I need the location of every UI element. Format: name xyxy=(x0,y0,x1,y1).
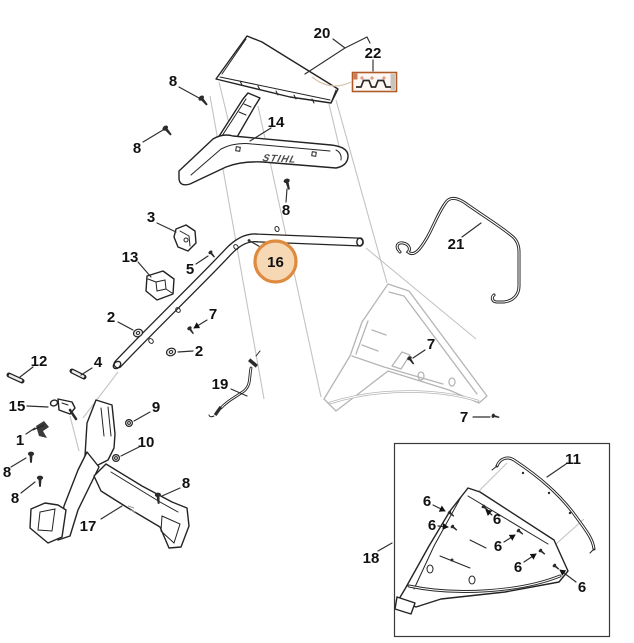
part-13-clamp xyxy=(145,270,175,301)
part-8-screw-b xyxy=(161,124,174,137)
part-7-screw-c xyxy=(491,413,500,420)
callout-labels: 20 22 8 8 14 3 13 5 2 7 2 8 21 19 12 4 1… xyxy=(3,25,586,596)
callout-8f[interactable]: 8 xyxy=(182,475,190,492)
part-22-locator-curve xyxy=(311,76,352,87)
callout-6a[interactable]: 6 xyxy=(423,493,431,510)
part-16-handlebar xyxy=(112,225,364,370)
callout-8c[interactable]: 8 xyxy=(282,202,290,219)
part-14-upper-handle: STIHL xyxy=(178,92,349,186)
part-19-bowden-cable xyxy=(208,350,261,418)
brand-logo-text: STIHL xyxy=(261,153,298,166)
callout-17[interactable]: 17 xyxy=(80,518,97,535)
callout-21[interactable]: 21 xyxy=(448,236,465,253)
part-22-end-block xyxy=(390,74,395,90)
part-22-clip-profile xyxy=(356,79,391,88)
callout-20[interactable]: 20 xyxy=(314,25,331,42)
callout-9[interactable]: 9 xyxy=(152,399,160,416)
inset-deck-part-18 xyxy=(394,487,569,615)
part-21-cable-guide xyxy=(395,196,521,304)
callout-6d[interactable]: 6 xyxy=(494,538,502,555)
callout-6e[interactable]: 6 xyxy=(514,559,522,576)
callout-16[interactable]: 16 xyxy=(267,254,284,271)
callout-7a[interactable]: 7 xyxy=(209,306,217,323)
part-1-lever xyxy=(32,421,49,438)
callout-15[interactable]: 15 xyxy=(9,398,26,415)
part-8-screw-c xyxy=(283,177,293,191)
callout-8b[interactable]: 8 xyxy=(133,140,141,157)
callout-18[interactable]: 18 xyxy=(363,550,380,567)
callout-8a[interactable]: 8 xyxy=(169,73,177,90)
callout-22[interactable]: 22 xyxy=(365,45,382,62)
inset-box xyxy=(393,442,611,638)
callout-19[interactable]: 19 xyxy=(212,376,229,393)
callout-13[interactable]: 13 xyxy=(122,249,139,266)
part-10-nut xyxy=(111,454,121,462)
callout-2a[interactable]: 2 xyxy=(107,309,115,326)
part-22-clip-box[interactable] xyxy=(351,71,398,93)
part-8-screw-a xyxy=(197,94,210,107)
part-8-screw-e xyxy=(36,475,44,487)
callout-11[interactable]: 11 xyxy=(565,451,581,468)
highlight-circle[interactable] xyxy=(253,239,298,284)
part-20-cover xyxy=(215,35,339,104)
callout-7b[interactable]: 7 xyxy=(427,336,435,353)
part-11-trim xyxy=(491,456,596,554)
mower-deck-ghost xyxy=(323,283,488,412)
part-15-bracket xyxy=(49,398,78,421)
callout-3[interactable]: 3 xyxy=(147,209,155,226)
part-8-screw-d xyxy=(27,451,35,463)
part-4-pin xyxy=(69,368,87,380)
part-16-highlight[interactable]: 16 xyxy=(253,239,298,284)
callout-6c[interactable]: 6 xyxy=(493,511,501,528)
callout-7c[interactable]: 7 xyxy=(460,409,468,426)
callout-14[interactable]: 14 xyxy=(268,114,285,131)
part-12-pin xyxy=(6,372,25,384)
part-9-nut xyxy=(124,419,133,427)
callout-6b[interactable]: 6 xyxy=(428,517,436,534)
callout-6f[interactable]: 6 xyxy=(578,579,586,596)
callout-4[interactable]: 4 xyxy=(94,354,103,371)
part-22-accent xyxy=(353,73,358,80)
callout-5[interactable]: 5 xyxy=(186,261,194,278)
callout-10[interactable]: 10 xyxy=(138,434,155,451)
part-3-housing xyxy=(173,224,197,252)
part-2-washer-b xyxy=(164,346,178,358)
part-17-console xyxy=(29,399,190,549)
part-22-highlight-rect[interactable] xyxy=(351,71,398,93)
callout-8d[interactable]: 8 xyxy=(3,464,11,481)
callout-12[interactable]: 12 xyxy=(31,353,48,370)
callout-2b[interactable]: 2 xyxy=(195,343,203,360)
leader-lines xyxy=(10,36,577,583)
callout-8e[interactable]: 8 xyxy=(11,490,19,507)
callout-1[interactable]: 1 xyxy=(16,432,24,449)
part-7-screw-a xyxy=(186,325,196,336)
part-5-screw xyxy=(207,249,217,259)
